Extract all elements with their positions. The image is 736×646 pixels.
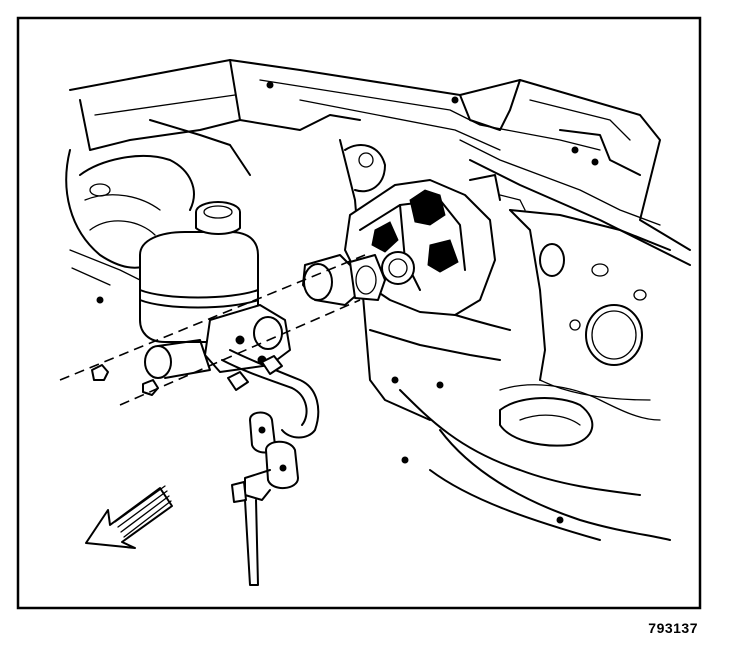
brake-lines [221, 349, 320, 439]
booster-pushrod [302, 254, 386, 306]
alignment-lines [59, 254, 366, 406]
combination-valve [231, 411, 299, 586]
master-cylinder-reservoir [91, 201, 291, 396]
vehicle-body-structure [65, 59, 691, 541]
figure-border [16, 16, 702, 610]
front-direction-arrow-icon [85, 485, 173, 549]
figure-id-label: 793137 [648, 620, 698, 636]
